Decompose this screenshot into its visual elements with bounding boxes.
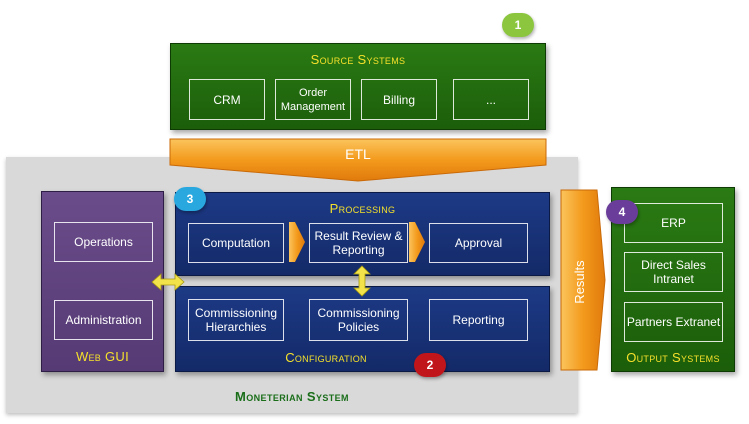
flow-arrow-1 [289,222,305,262]
config-commissioning-hierarchies: Commissioning Hierarchies [188,299,284,341]
output-partners-extranet: Partners Extranet [624,302,723,342]
badge-3: 3 [174,187,206,211]
badge-1: 1 [502,13,534,37]
source-order-management: Order Management [275,79,351,120]
results-label: Results [572,260,587,304]
badge-4: 4 [606,200,638,224]
processing-computation: Computation [188,223,284,263]
source-billing: Billing [361,79,437,120]
etl-label: ETL [345,146,371,162]
processing-title: Processing [329,201,396,216]
source-crm: CRM [189,79,265,120]
web-gui-title: Web GUI [75,349,130,364]
configuration-panel: Commissioning Hierarchies Commissioning … [175,286,550,372]
badge-2: 2 [414,353,446,377]
processing-result-review: Result Review & Reporting [309,223,408,263]
web-gui-operations: Operations [54,222,153,262]
config-commissioning-policies: Commissioning Policies [309,299,408,341]
source-systems-panel: Source Systems CRM Order Management Bill… [170,43,546,130]
web-gui-administration: Administration [54,300,153,340]
processing-panel: Processing Computation Result Review & R… [175,192,550,276]
processing-approval: Approval [429,223,528,263]
results-arrow [560,189,606,371]
processing-config-link-arrow [353,265,371,297]
config-reporting: Reporting [429,299,528,341]
flow-arrow-2 [409,222,425,262]
source-systems-title: Source Systems [310,52,406,67]
webgui-link-arrow [151,273,185,291]
output-erp: ERP [624,203,723,243]
output-systems-title: Output Systems [626,350,720,365]
web-gui-panel: Operations Administration Web GUI [41,191,164,372]
configuration-title: Configuration [285,350,367,365]
output-direct-sales-intranet: Direct Sales Intranet [624,252,723,292]
etl-arrow [169,138,547,182]
moneterian-system-title: Moneterian System [235,389,349,404]
source-more: ... [453,79,529,120]
